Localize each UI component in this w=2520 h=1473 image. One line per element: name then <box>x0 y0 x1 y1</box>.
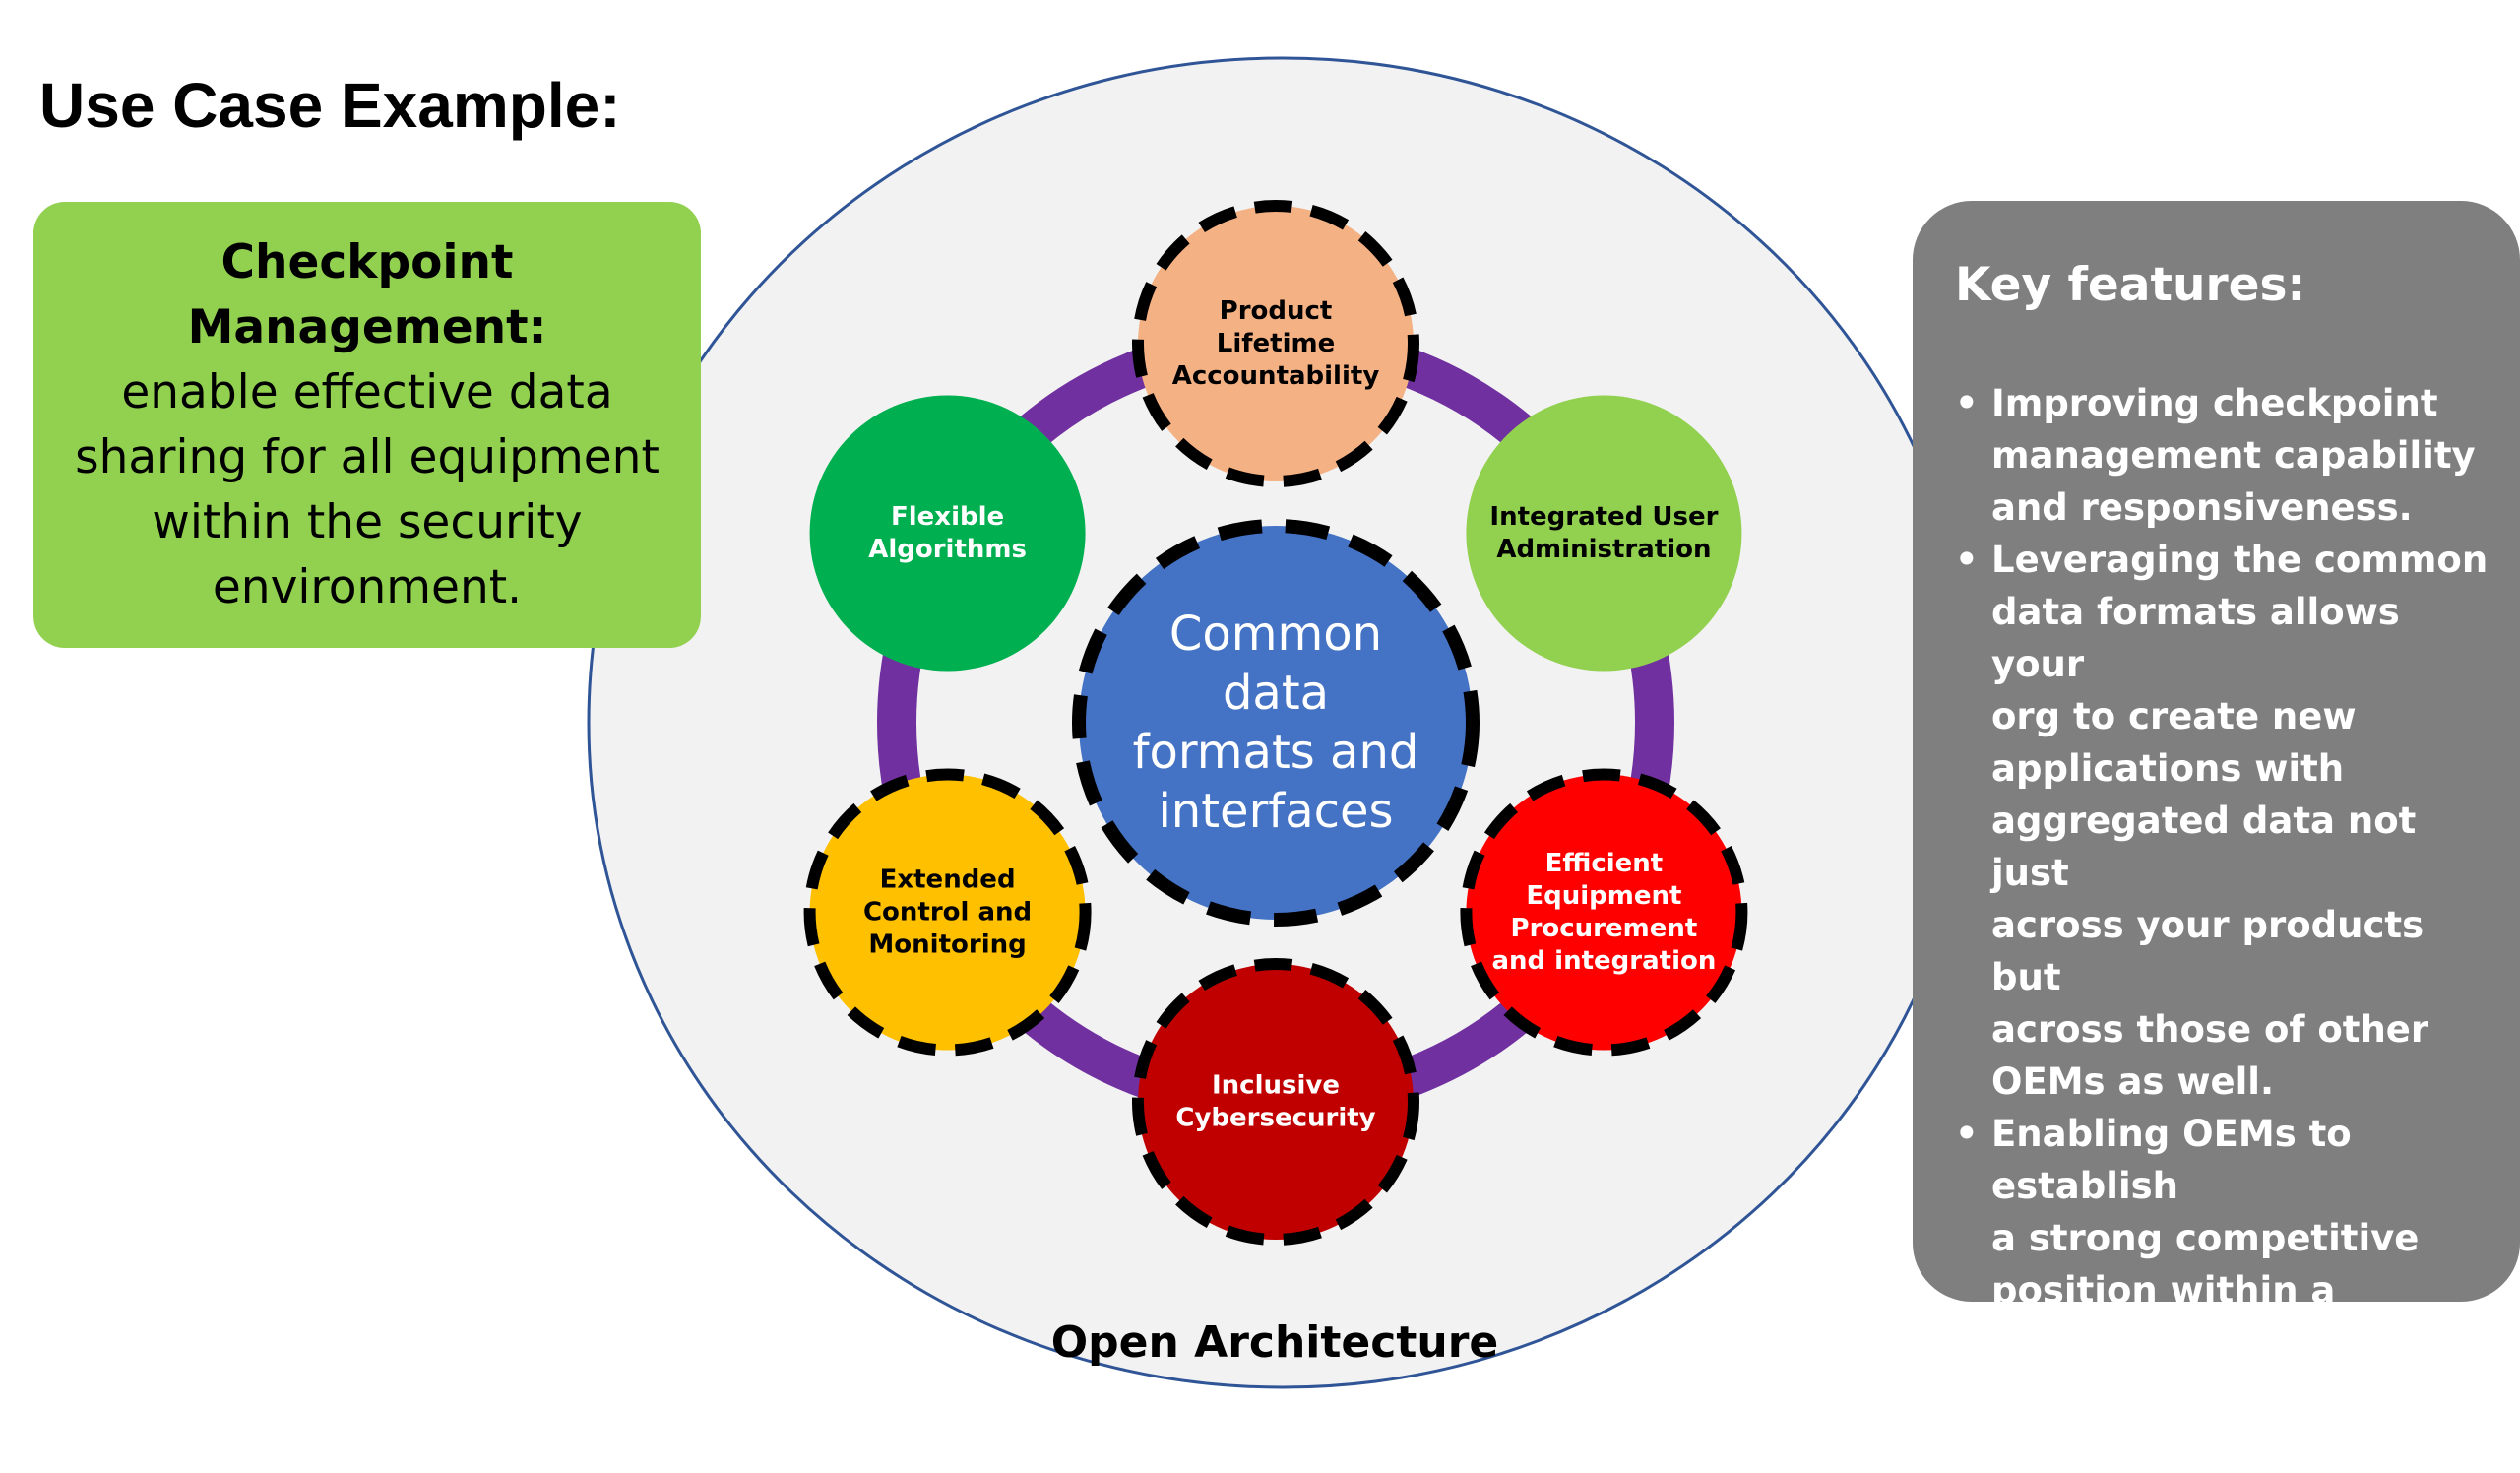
key-feature-line: data formats allows your <box>1991 591 2400 685</box>
capability-node-label-line: Accountability <box>1172 361 1380 391</box>
capability-node-circle <box>809 395 1086 672</box>
use-case-heading: Checkpoint Management: <box>187 234 547 354</box>
key-feature-line: position within a market of <box>1991 1269 2336 1364</box>
key-feature-line: Improving checkpoint <box>1991 382 2438 424</box>
key-feature-item: • Improving checkpoint management capabili… <box>1955 377 2490 534</box>
capability-node-dashed-border <box>1132 958 1419 1246</box>
capability-node-dashed-border <box>1460 768 1748 1057</box>
key-feature-line: Leveraging the common <box>1991 539 2488 581</box>
center-hub-label-line: data <box>1223 666 1329 721</box>
center-hub-label-line: Common <box>1169 607 1382 662</box>
key-feature-line: across those of other <box>1991 1008 2429 1051</box>
key-feature-line: management capability <box>1991 434 2476 477</box>
capability-node-circle <box>1138 964 1414 1240</box>
use-case-box: Checkpoint Management: enable effective … <box>33 202 701 648</box>
capability-node-label-line: Lifetime <box>1217 329 1336 358</box>
key-feature-line: org to create new <box>1991 695 2357 737</box>
use-case-text: Checkpoint Management: enable effective … <box>63 230 671 620</box>
center-hub-circle <box>1079 526 1473 920</box>
key-feature-line: OEMs as well. <box>1991 1060 2275 1103</box>
key-feature-line: across your products but <box>1991 904 2425 998</box>
open-architecture-caption: Open Architecture <box>1051 1317 1498 1368</box>
center-hub-dashed-border <box>1072 519 1480 927</box>
key-feature-line: commoditised security <box>1991 1374 2459 1416</box>
bullet-icon: • <box>1955 539 1979 581</box>
capability-node-circle <box>1466 774 1742 1051</box>
capability-nodes: ProductLifetimeAccountabilityIntegrated … <box>803 200 1748 1246</box>
key-feature-item: • Leveraging the common data formats allow… <box>1955 534 2490 1108</box>
capability-node-label-line: Administration <box>1496 535 1711 564</box>
capability-node-dashed-border <box>803 768 1092 1057</box>
capability-node-label-line: Algorithms <box>868 535 1027 564</box>
bullet-icon: • <box>1955 382 1979 424</box>
capability-node-label-line: Equipment <box>1526 881 1681 911</box>
capability-node-label-line: Flexible <box>891 502 1004 532</box>
center-hub-label-line: interfaces <box>1158 784 1393 839</box>
capability-node-circle <box>1138 206 1414 481</box>
capability-node-label-line: Integrated User <box>1489 502 1718 532</box>
key-feature-line: applications with <box>1991 747 2345 790</box>
capability-node-label-line: Procurement <box>1511 914 1698 943</box>
capability-node-label-line: Product <box>1220 296 1333 326</box>
capability-node-circle <box>809 774 1086 1051</box>
capability-node-label-line: Extended <box>880 865 1016 895</box>
use-case-body: enable effective data sharing for all eq… <box>75 364 660 614</box>
capability-node-label-line: Monitoring <box>868 930 1026 960</box>
page-title: Use Case Example: <box>39 70 621 141</box>
key-feature-line: aggregated data not just <box>1991 800 2417 894</box>
key-feature-line: and responsiveness. <box>1991 486 2413 529</box>
bullet-icon: • <box>1955 1113 1979 1155</box>
capability-node-circle <box>1466 395 1742 672</box>
key-features-list: • Improving checkpoint management capabili… <box>1955 377 2490 1473</box>
key-feature-line: a strong competitive <box>1991 1217 2420 1259</box>
capability-node-label-line: Inclusive <box>1212 1071 1340 1101</box>
key-features-title: Key features: <box>1955 258 2306 312</box>
key-features-box: Key features: • Improving checkpoint manag… <box>1913 201 2520 1468</box>
key-feature-item: • Enabling OEMs to establish a strong comp… <box>1955 1108 2490 1473</box>
capability-node-label-line: Efficient <box>1545 849 1664 878</box>
capability-node-label-line: Cybersecurity <box>1175 1104 1375 1133</box>
capability-node-label-line: Control and <box>863 898 1032 928</box>
center-hub-label-line: formats and <box>1133 725 1419 780</box>
capability-node-dashed-border <box>1132 200 1419 487</box>
capability-node-label-line: and integration <box>1491 946 1716 976</box>
key-feature-line: Enabling OEMs to establish <box>1991 1113 2352 1207</box>
key-feature-line: performance data <box>1991 1426 2360 1468</box>
